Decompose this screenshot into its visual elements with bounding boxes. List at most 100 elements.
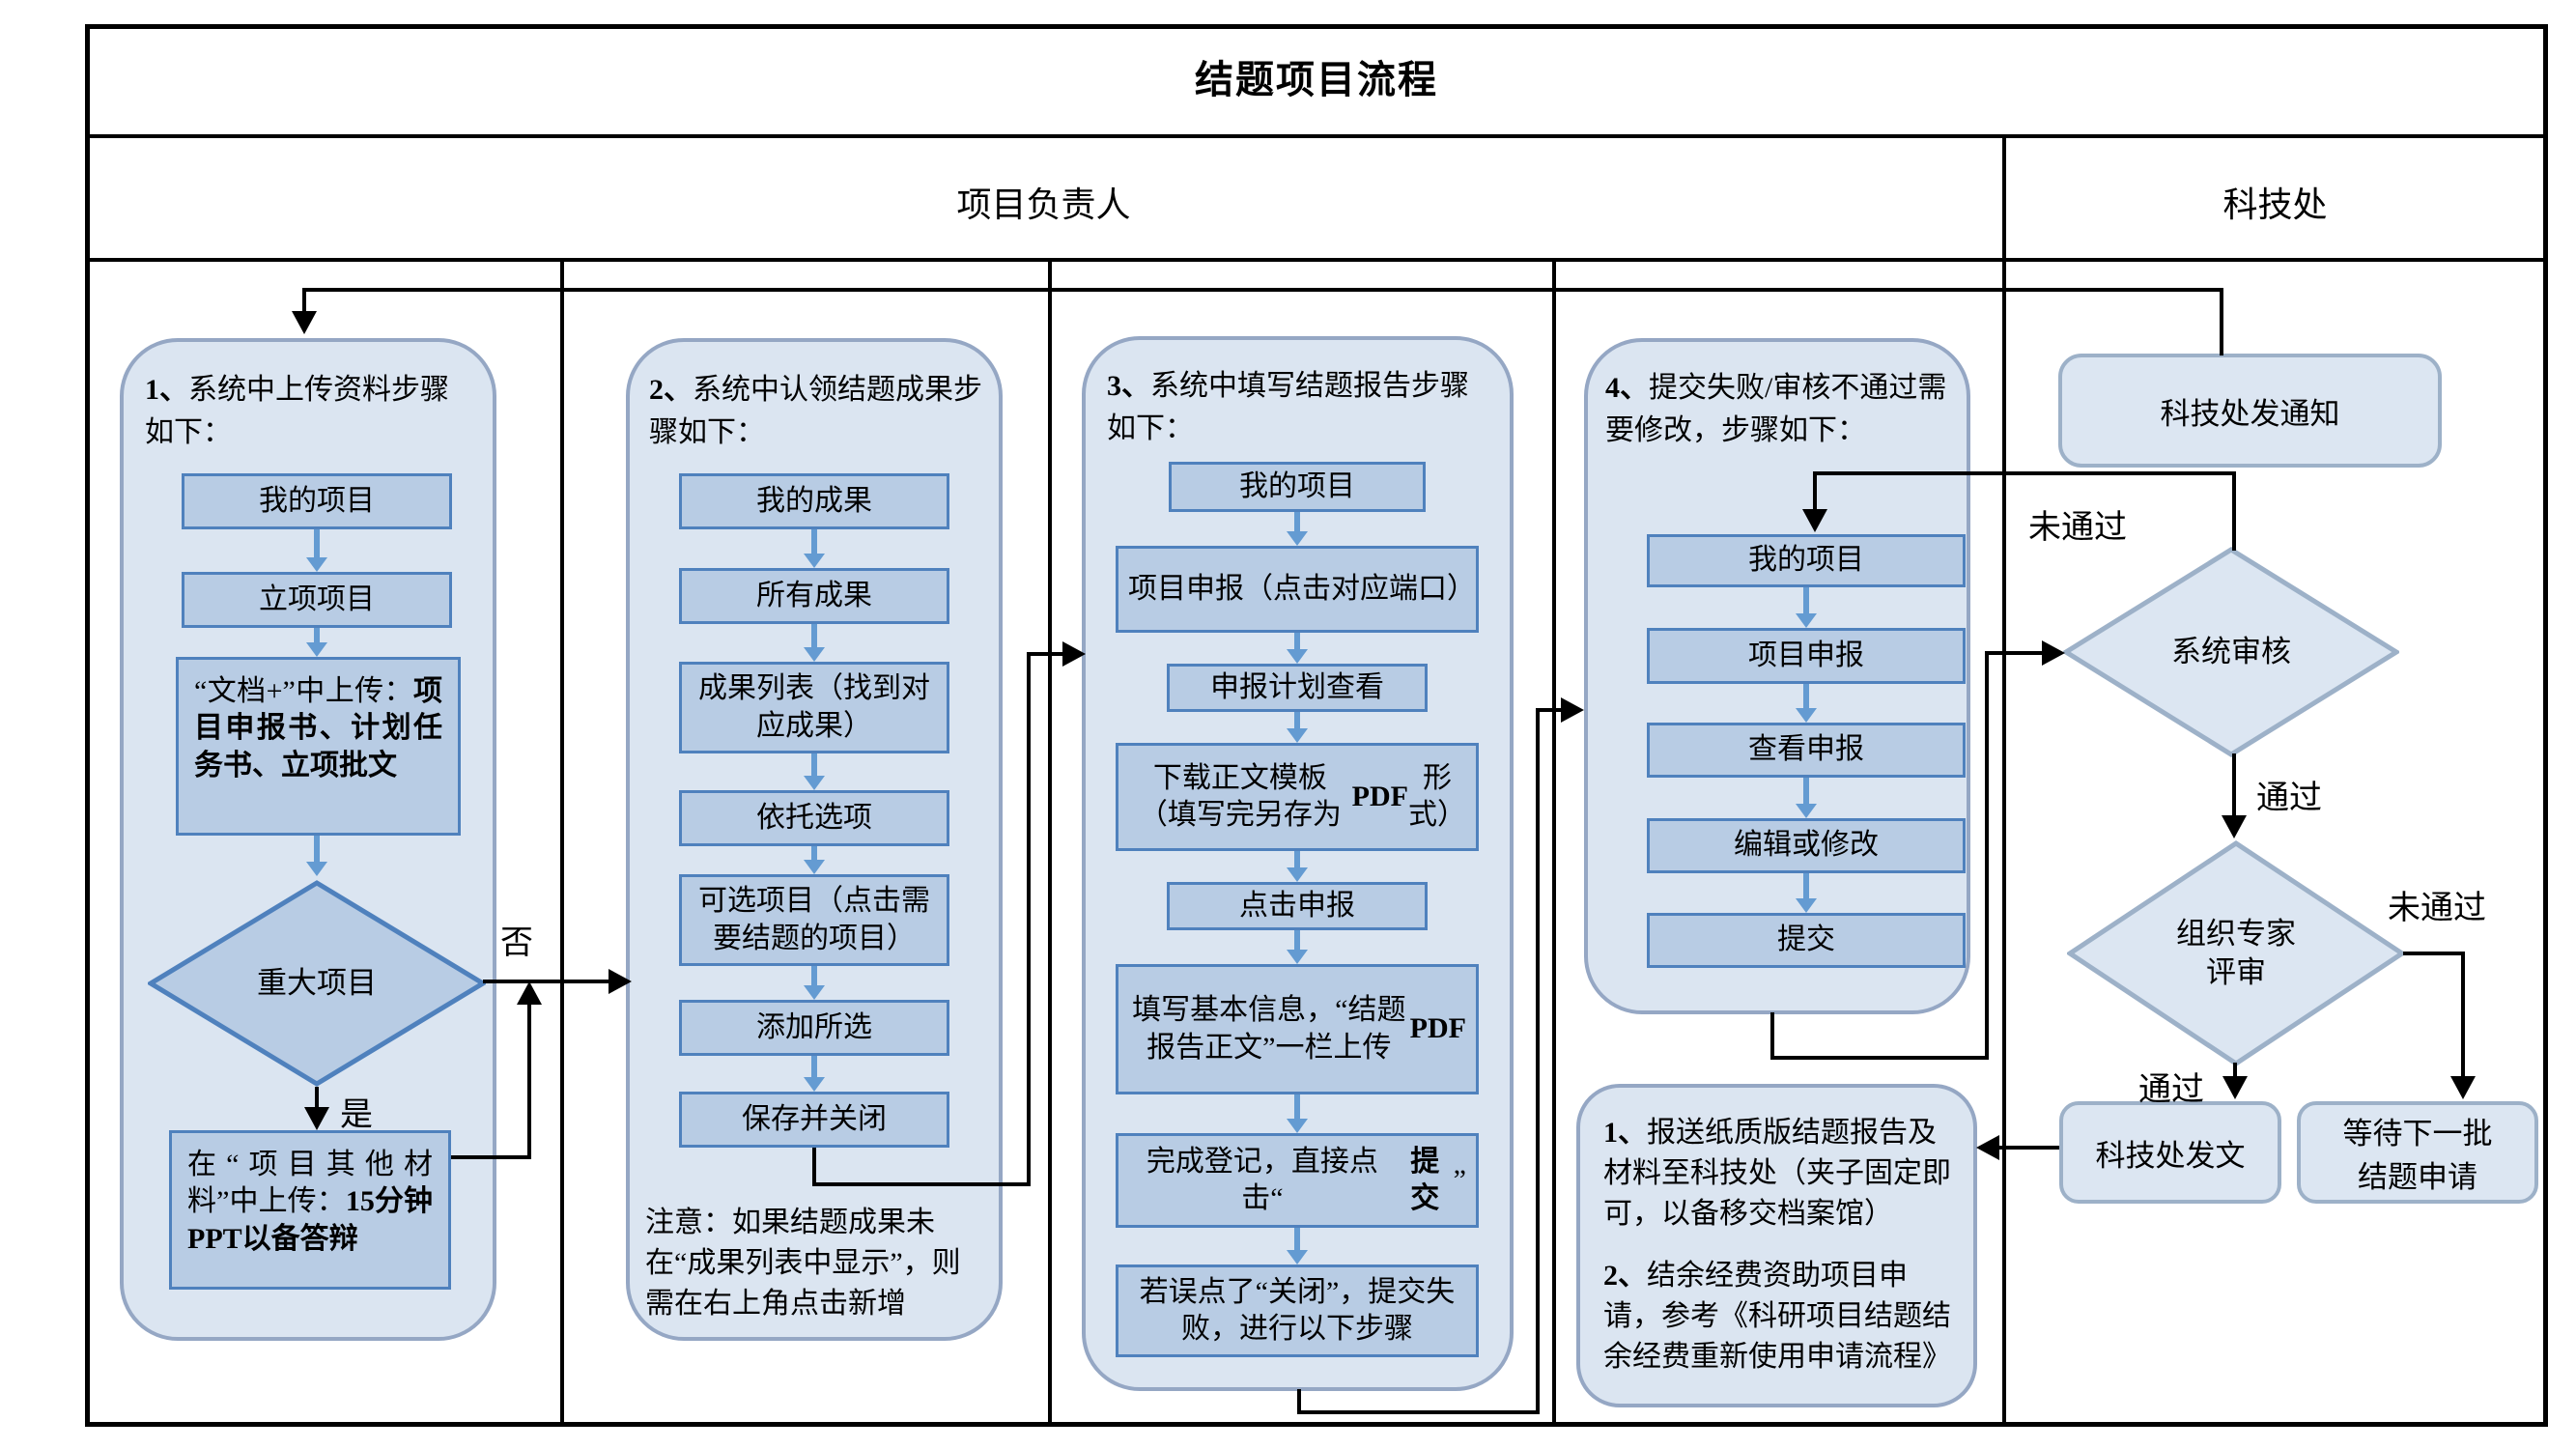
step-box: 若误点了“关闭”，提交失败，进行以下步骤 [1116, 1264, 1479, 1357]
step-box: 填写基本信息，“结题报告正文”一栏上传 PDF [1116, 964, 1479, 1094]
diamond-shape [148, 880, 486, 1087]
notes-item-2: 2、结余经费资助项目申请，参考《科研项目结题结余经费重新使用申请流程》 [1603, 1260, 1951, 1373]
decision-expert-review: 组织专家 评审 [2067, 840, 2405, 1066]
connector [1813, 471, 2236, 475]
arrow-down-icon [2222, 815, 2247, 838]
arrow-down-icon [1287, 867, 1308, 882]
office-wait-box: 等待下一批 结题申请 [2297, 1101, 2538, 1204]
step-box: 添加所选 [679, 1000, 949, 1056]
arrow-down-icon [1796, 898, 1817, 913]
connector [1297, 1389, 1301, 1414]
step-box: 项目申报（点击对应端口） [1116, 546, 1479, 633]
connector [2220, 288, 2223, 355]
notes-item-1: 1、报送纸质版结题报告及材料至科技处（夹子固定即可，以备移交档案馆） [1603, 1117, 1951, 1230]
decision-major-project: 重大项目 [148, 880, 486, 1087]
connector [812, 1182, 1031, 1186]
arrow-down-icon [2222, 1076, 2248, 1099]
connector [1813, 471, 1817, 511]
arrow-down-icon [1287, 950, 1308, 964]
connector [2233, 1063, 2237, 1078]
arrow-down-icon [304, 1107, 329, 1130]
arrow-down-icon [1287, 1119, 1308, 1133]
step-box: 查看申报 [1647, 723, 1966, 778]
label-pass-bottom: 通过 [2138, 1072, 2204, 1108]
connector [1297, 1410, 1540, 1414]
step-box: 我的项目 [182, 473, 452, 529]
arrow-right-icon [1561, 697, 1584, 723]
arrow-down-icon [2450, 1076, 2476, 1099]
step-box: 我的项目 [1169, 462, 1426, 512]
arrow-down-icon [1796, 708, 1817, 723]
arrow-down-icon [1287, 649, 1308, 664]
office-issue-box: 科技处发文 [2059, 1101, 2281, 1204]
label-yes: 是 [340, 1097, 373, 1133]
arrow-down-icon [1796, 613, 1817, 628]
connector [302, 288, 306, 313]
container-step2-header: 2、系统中认领结题成果步骤如下： [649, 374, 982, 448]
arrow-down-icon [1802, 509, 1827, 532]
arrow-down-icon [804, 776, 825, 790]
connector [2232, 753, 2236, 819]
step-box: 保存并关闭 [679, 1092, 949, 1148]
step-box: 完成登记，直接点击“提交” [1116, 1133, 1479, 1228]
arrow-down-icon [804, 860, 825, 874]
arrow-down-icon [804, 554, 825, 568]
lane-header-sci-tech-office: 科技处 [2222, 185, 2328, 224]
connector [2403, 952, 2465, 955]
step-box: 我的成果 [679, 473, 949, 529]
container-notes [1576, 1084, 1977, 1407]
arrow-down-icon [1796, 804, 1817, 818]
step-box: 项目申报 [1647, 628, 1966, 684]
row-divider-lanes [85, 258, 2548, 262]
connector [1985, 651, 1989, 1060]
arrow-right-icon [2042, 640, 2065, 666]
container-step4-header: 4、提交失败/审核不通过需要修改，步骤如下： [1605, 372, 1947, 446]
label-pass-top: 通过 [2256, 781, 2322, 816]
step-box: 在“项目其他材料”中上传：15分钟PPT以备答辩 [169, 1130, 451, 1290]
container-step2-note: 注意：如果结题成果未在“成果列表中显示”，则需在右上角点击新增 [645, 1207, 961, 1320]
container-step3-header: 3、系统中填写结题报告步骤如下： [1107, 370, 1469, 444]
step-box: 可选项目（点击需要结题的项目） [679, 874, 949, 966]
connector [302, 288, 2223, 292]
step-box: 成果列表（找到对应成果） [679, 662, 949, 753]
arrow-down-icon [1287, 1250, 1308, 1264]
column-divider-3 [1552, 258, 1556, 1427]
label-fail-top: 未通过 [2028, 510, 2127, 546]
step-box: 点击申报 [1167, 882, 1428, 930]
label-fail-bottom: 未通过 [2388, 891, 2486, 926]
arrow-down-icon [306, 642, 327, 657]
connector [1536, 708, 1563, 712]
column-divider-1 [560, 258, 564, 1427]
decision-system-review: 系统审核 [2063, 547, 2399, 757]
step-box: 我的项目 [1647, 534, 1966, 587]
arrow-right-icon [1062, 641, 1086, 667]
arrow-down-icon [804, 1077, 825, 1092]
connector [1027, 652, 1064, 656]
connector [315, 1087, 319, 1110]
row-divider-title [85, 134, 2548, 138]
arrow-down-icon [804, 647, 825, 662]
connector [1027, 652, 1031, 1186]
page-title: 结题项目流程 [1195, 58, 1438, 101]
step-box: 所有成果 [679, 568, 949, 624]
connector [812, 1148, 816, 1186]
arrow-down-icon [292, 311, 317, 334]
diamond-shape [2063, 547, 2399, 757]
arrow-down-icon [804, 985, 825, 1000]
table-border [85, 24, 2548, 1427]
step-box: 依托选项 [679, 790, 949, 846]
connector [1536, 708, 1540, 1414]
arrow-right-icon [609, 969, 632, 994]
connector [2232, 471, 2236, 551]
connector [483, 980, 610, 983]
step-box: “文档+”中上传：项目申报书、计划任务书、立项批文 [176, 657, 461, 836]
connector [1770, 1056, 1989, 1060]
column-divider-2 [1048, 258, 1052, 1427]
arrow-down-icon [306, 862, 327, 876]
connector [527, 1005, 531, 1159]
connector [1985, 651, 2044, 655]
lane-header-project-leader: 项目负责人 [956, 185, 1131, 224]
container-step1-header: 1、系统中上传资料步骤如下： [145, 374, 449, 448]
label-no: 否 [500, 925, 533, 961]
